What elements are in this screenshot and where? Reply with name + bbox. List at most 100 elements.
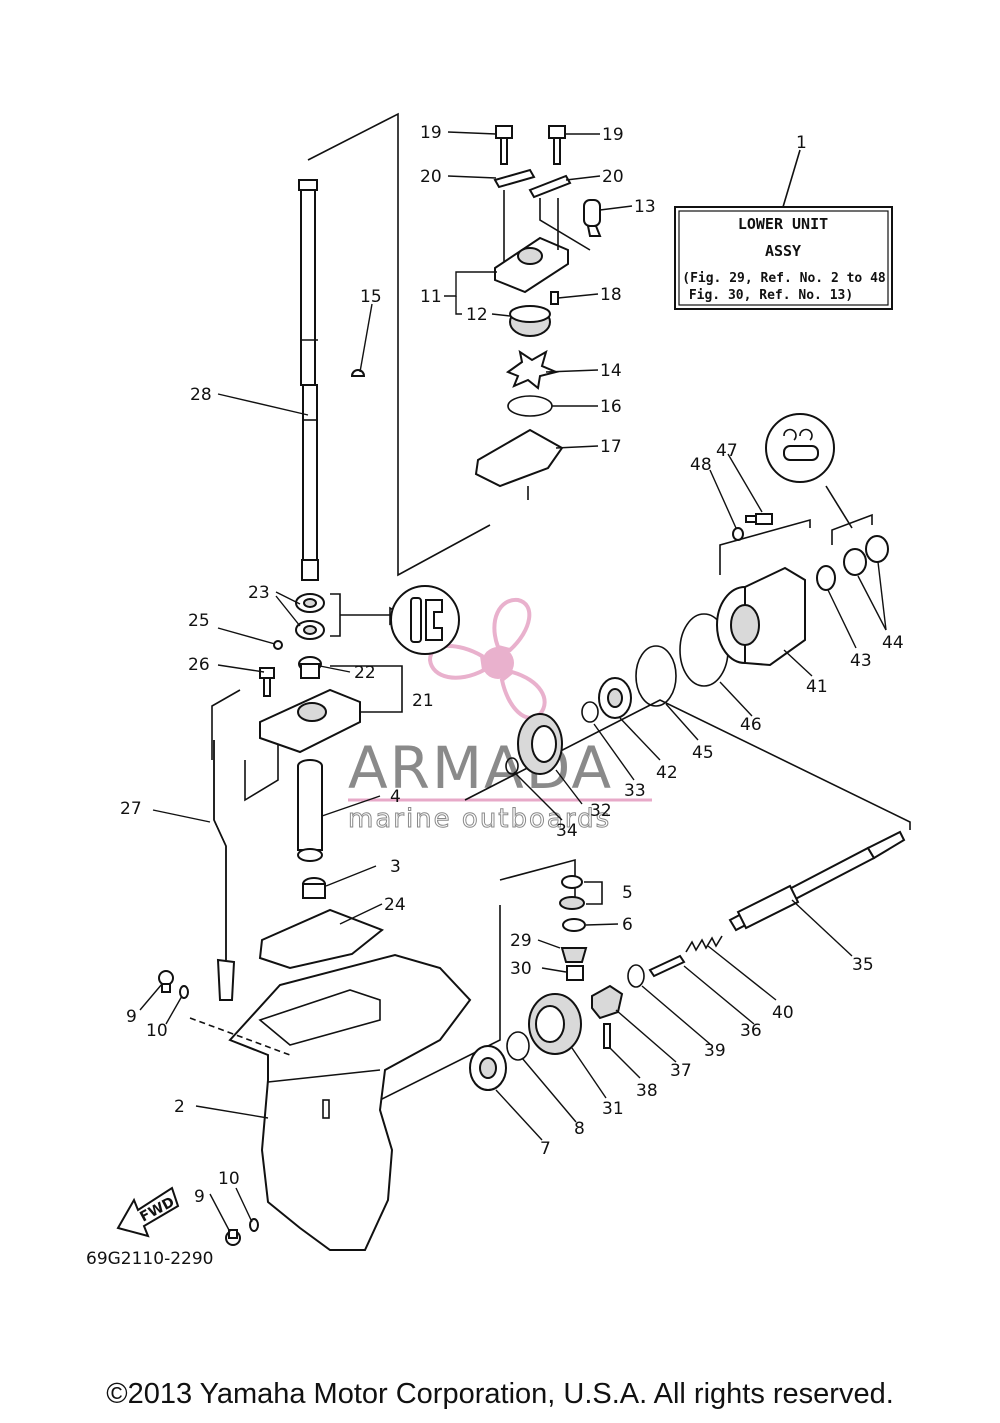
callout-16: 16 — [600, 397, 622, 417]
callout-46: 46 — [740, 715, 762, 735]
note-line-2: ASSY — [765, 242, 801, 260]
callout-5: 5 — [622, 883, 633, 903]
bolt-19-left — [495, 125, 513, 165]
propeller-shaft-housing-41 — [716, 566, 806, 667]
plate-20-left — [493, 168, 536, 189]
bolt-19-right — [548, 125, 566, 165]
guide-line — [539, 198, 591, 251]
casing-detail-line — [322, 1099, 330, 1119]
circlip-39 — [627, 964, 645, 988]
callout-18: 18 — [600, 285, 622, 305]
callout-41: 41 — [806, 677, 828, 697]
outline-line — [329, 905, 501, 1126]
callout-9-lower: 9 — [194, 1187, 205, 1207]
fwd-arrow: FWD — [116, 1186, 180, 1238]
watermark-propeller-blade — [492, 597, 532, 653]
bracket-line — [831, 513, 873, 545]
bracket-line — [330, 593, 341, 637]
callout-22: 22 — [354, 663, 376, 683]
callout-38: 38 — [636, 1081, 658, 1101]
watermark-propeller-blade — [499, 669, 547, 720]
oil-seal-44 — [843, 535, 889, 576]
bearing-23 — [295, 593, 325, 640]
bracket-line — [584, 881, 603, 905]
outline-line — [307, 112, 491, 577]
callout-48: 48 — [690, 455, 712, 475]
note-line-4: Fig. 30, Ref. No. 13) — [689, 288, 853, 303]
shift-rod-27-cam — [216, 958, 236, 1001]
leader-lines — [139, 131, 887, 1233]
dog-clutch-37 — [591, 984, 624, 1020]
note-line-3: (Fig. 29, Ref. No. 2 to 48 — [682, 271, 886, 286]
nut-30 — [566, 965, 584, 981]
pump-housing-11-boss — [517, 247, 543, 265]
lower-casing-2 — [228, 953, 472, 1251]
callout-37: 37 — [670, 1061, 692, 1081]
shift-rod-27 — [213, 740, 227, 960]
bracket-line — [330, 665, 403, 713]
watermark-brand: ARMADA — [348, 734, 613, 802]
callout-44: 44 — [882, 633, 904, 653]
callout-30: 30 — [510, 959, 532, 979]
bearing-housing-21-bore — [297, 702, 327, 722]
drive-shaft — [298, 179, 319, 581]
insert-cartridge-12 — [509, 305, 551, 337]
callout-12: 12 — [466, 305, 488, 325]
casing-detail-line — [258, 989, 381, 1046]
callout-7: 7 — [540, 1139, 551, 1159]
screw-9-upper — [158, 970, 174, 993]
watermark-propeller-blade — [427, 643, 487, 680]
callout-47: 47 — [716, 441, 738, 461]
callout-19-right: 19 — [602, 125, 624, 145]
bush-43 — [816, 565, 836, 591]
pin-38 — [603, 1023, 611, 1049]
callout-43: 43 — [850, 651, 872, 671]
callout-42: 42 — [656, 763, 678, 783]
reverse-gear-32 — [517, 713, 563, 775]
callout-1: 1 — [796, 133, 807, 153]
plunger-36 — [648, 954, 686, 978]
pinion-29 — [560, 947, 588, 963]
impeller-14 — [505, 349, 560, 390]
watermark-tagline: marine outboards — [348, 804, 611, 834]
note-box: LOWER UNIT ASSY (Fig. 29, Ref. No. 2 to … — [674, 206, 893, 310]
callout-20-left: 20 — [420, 167, 442, 187]
callout-17: 17 — [600, 437, 622, 457]
callout-10-upper: 10 — [146, 1021, 168, 1041]
callout-8: 8 — [574, 1119, 585, 1139]
callout-24: 24 — [384, 895, 406, 915]
leader-line — [782, 149, 801, 208]
drawing-code: 69G2110-2290 — [86, 1249, 213, 1269]
collar-22 — [298, 656, 322, 679]
callout-3: 3 — [390, 857, 401, 877]
callout-33: 33 — [624, 781, 646, 801]
bearing-7 — [469, 1045, 507, 1091]
callout-27: 27 — [120, 799, 142, 819]
callout-31: 31 — [602, 1099, 624, 1119]
callout-23: 23 — [248, 583, 270, 603]
washer-34 — [505, 757, 519, 775]
callout-29: 29 — [510, 931, 532, 951]
shim-8 — [506, 1031, 530, 1061]
shim-5 — [559, 875, 585, 910]
washer-10-upper — [179, 985, 189, 999]
callout-6: 6 — [622, 915, 633, 935]
pipe-13 — [583, 199, 602, 237]
callout-40: 40 — [772, 1003, 794, 1023]
copyright-notice: ©2013 Yamaha Motor Corporation, U.S.A. A… — [106, 1378, 894, 1410]
bolt-47 — [745, 513, 773, 525]
callout-2: 2 — [174, 1097, 185, 1117]
callout-36: 36 — [740, 1021, 762, 1041]
bracket-line — [719, 518, 811, 575]
key-15 — [350, 369, 366, 377]
callout-34: 34 — [556, 821, 578, 841]
forward-gear-31 — [528, 993, 582, 1055]
shim-6 — [562, 918, 586, 932]
callout-20-right: 20 — [602, 167, 624, 187]
callout-11: 11 — [420, 287, 442, 307]
callout-labels: 1 2 3 4 5 6 7 8 9 9 10 10 11 12 13 14 15… — [120, 123, 904, 1207]
plate-20-right — [528, 174, 572, 199]
callout-15: 15 — [360, 287, 382, 307]
o-ring-45 — [635, 645, 677, 707]
ball-25 — [273, 640, 283, 650]
